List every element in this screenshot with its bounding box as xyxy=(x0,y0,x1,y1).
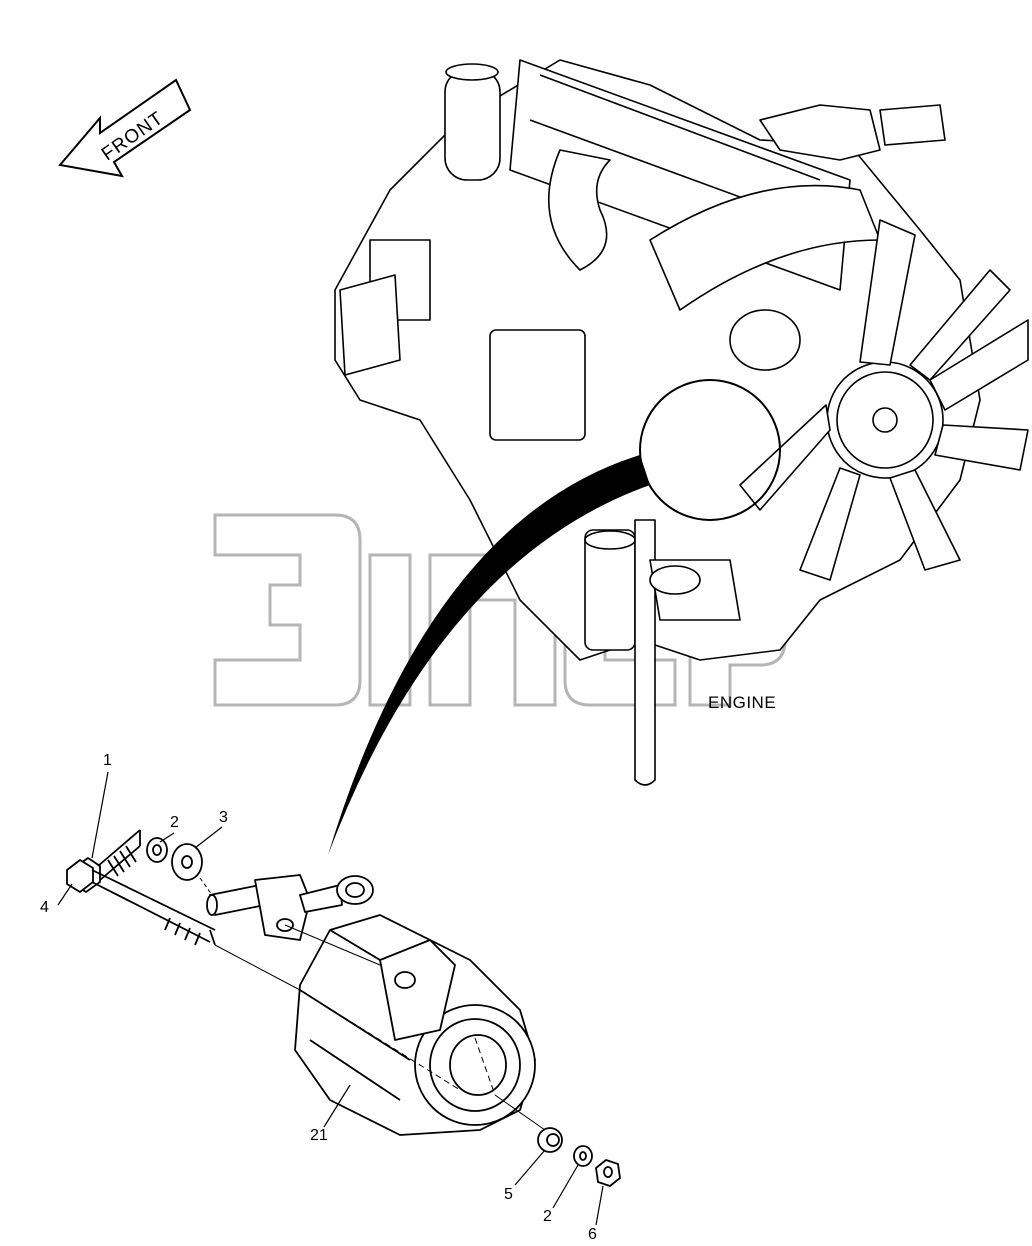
engine-assembly xyxy=(334,59,1029,786)
callout-3: 3 xyxy=(219,809,228,826)
part-4-long-bolt xyxy=(66,859,216,946)
part-2-washer-top xyxy=(146,837,168,863)
part-21-alternator xyxy=(294,914,536,1136)
callout-5: 5 xyxy=(504,1186,513,1203)
exploded-parts xyxy=(66,829,621,1187)
part-5-spacer xyxy=(537,1127,563,1153)
callout-4: 4 xyxy=(40,899,49,916)
assembly-axis-lines xyxy=(199,877,546,1131)
adjusting-link xyxy=(206,874,374,941)
leader-swoosh xyxy=(328,455,650,855)
callout-2-bottom: 2 xyxy=(543,1208,552,1225)
callout-1: 1 xyxy=(103,752,112,769)
front-arrow-icon xyxy=(58,78,192,178)
callout-leader-lines xyxy=(57,771,604,1226)
callout-21: 21 xyxy=(310,1127,328,1144)
part-2-washer-bottom xyxy=(573,1145,593,1167)
part-6-nut xyxy=(595,1159,621,1187)
callout-6: 6 xyxy=(588,1226,597,1243)
part-3-flat-washer xyxy=(171,843,203,881)
engine-label: ENGINE xyxy=(708,693,777,712)
callout-2-top: 2 xyxy=(170,814,179,831)
